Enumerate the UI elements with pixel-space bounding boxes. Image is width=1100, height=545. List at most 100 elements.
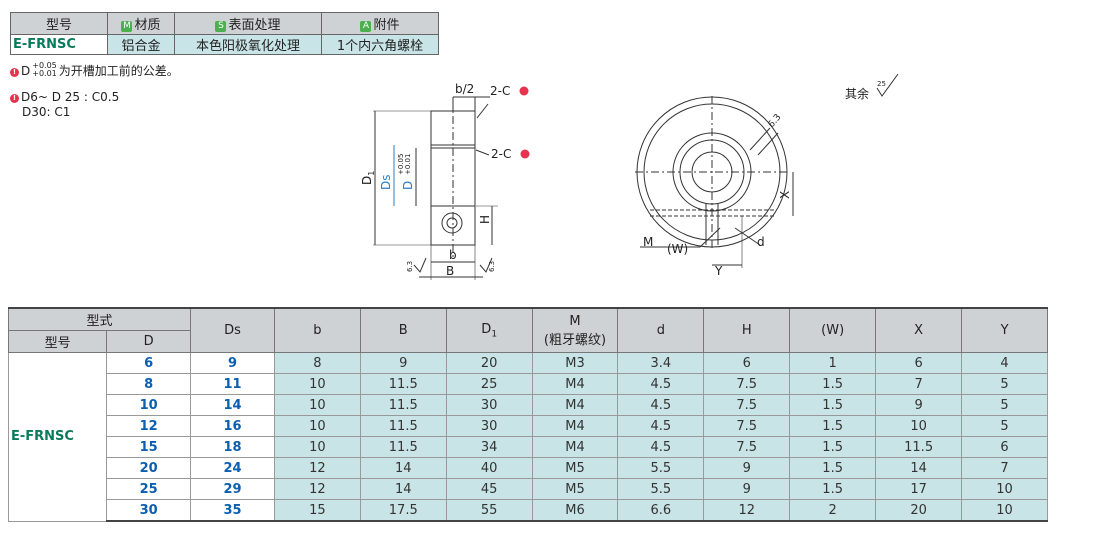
table-cell: 1 (789, 352, 877, 374)
label-d: d (757, 235, 765, 249)
table-cell: 30 (445, 415, 533, 437)
header-Y: Y (961, 307, 1048, 353)
roughness-side: 6.3 (767, 113, 784, 130)
header-W: (W) (789, 307, 877, 353)
table-cell: 1.5 (789, 436, 877, 458)
surface-tag-icon: S (215, 21, 227, 32)
table-cell: 6 (703, 352, 791, 374)
label-M: M (643, 235, 653, 249)
table-cell: 4.5 (617, 394, 705, 416)
cell-Ds: 9 (190, 352, 275, 374)
table-cell: 12 (273, 457, 361, 479)
cell-Ds: 16 (190, 415, 275, 437)
header-X: X (875, 307, 963, 353)
dim-D-tol-lower: +0.01 (404, 154, 412, 175)
table-cell: 7 (875, 373, 963, 395)
spec-model: E-FRNSC (10, 34, 108, 55)
table-cell: 2 (789, 499, 877, 522)
table-cell: 45 (445, 478, 533, 500)
header-b: b (273, 307, 361, 353)
roughness-right-icon (479, 257, 493, 273)
cell-D: 8 (106, 373, 192, 395)
table-cell: 11.5 (875, 436, 963, 458)
table-cell: 4.5 (617, 373, 705, 395)
cell-D: 20 (106, 457, 192, 479)
note-chamfer-2: D30: C1 (22, 105, 71, 119)
note-chamfer: !D6~ D 25 : C0.5 (10, 90, 119, 104)
table-cell: 12 (273, 478, 361, 500)
table-cell: 4 (961, 352, 1048, 374)
label-X: X (778, 191, 792, 199)
dimension-table: 型式 Ds b B D1 M(粗牙螺纹) d H (W) X Y 型号 D E-… (7, 307, 1048, 522)
label-Y: Y (714, 264, 723, 278)
dim-b: b (449, 248, 457, 262)
cell-D: 6 (106, 352, 192, 374)
table-cell: M5 (531, 457, 619, 479)
header-D: D (106, 330, 192, 353)
table-cell: 10 (961, 478, 1048, 500)
warning-mark-icon: ! (10, 68, 19, 77)
table-cell: 6.6 (617, 499, 705, 522)
table-cell: M4 (531, 436, 619, 458)
cell-Ds: 35 (190, 499, 275, 522)
table-cell: 14 (359, 478, 447, 500)
table-cell: 15 (273, 499, 361, 522)
table-cell: 5 (961, 415, 1048, 437)
table-cell: 11.5 (359, 436, 447, 458)
table-cell: 20 (445, 352, 533, 374)
cell-Ds: 11 (190, 373, 275, 395)
rest-roughness: 25 (877, 80, 886, 88)
technical-drawing: b/2 2-C 2-C D1 Ds D +0.05 +0.01 H b B 6.… (360, 73, 899, 280)
table-cell: 11.5 (359, 373, 447, 395)
table-cell: M4 (531, 394, 619, 416)
label-W: (W) (667, 242, 688, 256)
cell-D: 30 (106, 499, 192, 522)
table-cell: 1.5 (789, 415, 877, 437)
table-cell: 12 (703, 499, 791, 522)
header-B: B (359, 307, 447, 353)
table-cell: M5 (531, 478, 619, 500)
table-cell: 9 (703, 478, 791, 500)
table-cell: 5 (961, 394, 1048, 416)
dim-b-half: b/2 (455, 82, 474, 96)
roughness-left: 6.3 (406, 261, 414, 272)
chamfer-label-2: 2-C (491, 147, 511, 161)
table-cell: 1.5 (789, 373, 877, 395)
dim-D-tol-upper: +0.05 (397, 154, 405, 175)
header-d: d (617, 307, 705, 353)
cell-Ds: 29 (190, 478, 275, 500)
table-cell: 7.5 (703, 415, 791, 437)
header-H: H (703, 307, 791, 353)
table-cell: 8 (273, 352, 361, 374)
table-cell: 1.5 (789, 394, 877, 416)
cell-D: 12 (106, 415, 192, 437)
table-cell: 10 (273, 436, 361, 458)
roughness-left-icon (413, 257, 427, 273)
table-cell: 34 (445, 436, 533, 458)
table-cell: 6 (875, 352, 963, 374)
warning-mark-icon: ! (10, 94, 19, 103)
table-cell: 17 (875, 478, 963, 500)
chamfer-label-1: 2-C (490, 84, 510, 98)
table-cell: 4.5 (617, 415, 705, 437)
header-model: 型号 (7, 330, 108, 353)
roughness-rest-icon (876, 73, 899, 97)
cell-D: 15 (106, 436, 192, 458)
table-cell: 40 (445, 457, 533, 479)
table-cell: 25 (445, 373, 533, 395)
table-cell: M6 (531, 499, 619, 522)
table-cell: 5.5 (617, 478, 705, 500)
chamfer-mark-icon (520, 149, 530, 159)
header-Ds: Ds (190, 307, 275, 353)
